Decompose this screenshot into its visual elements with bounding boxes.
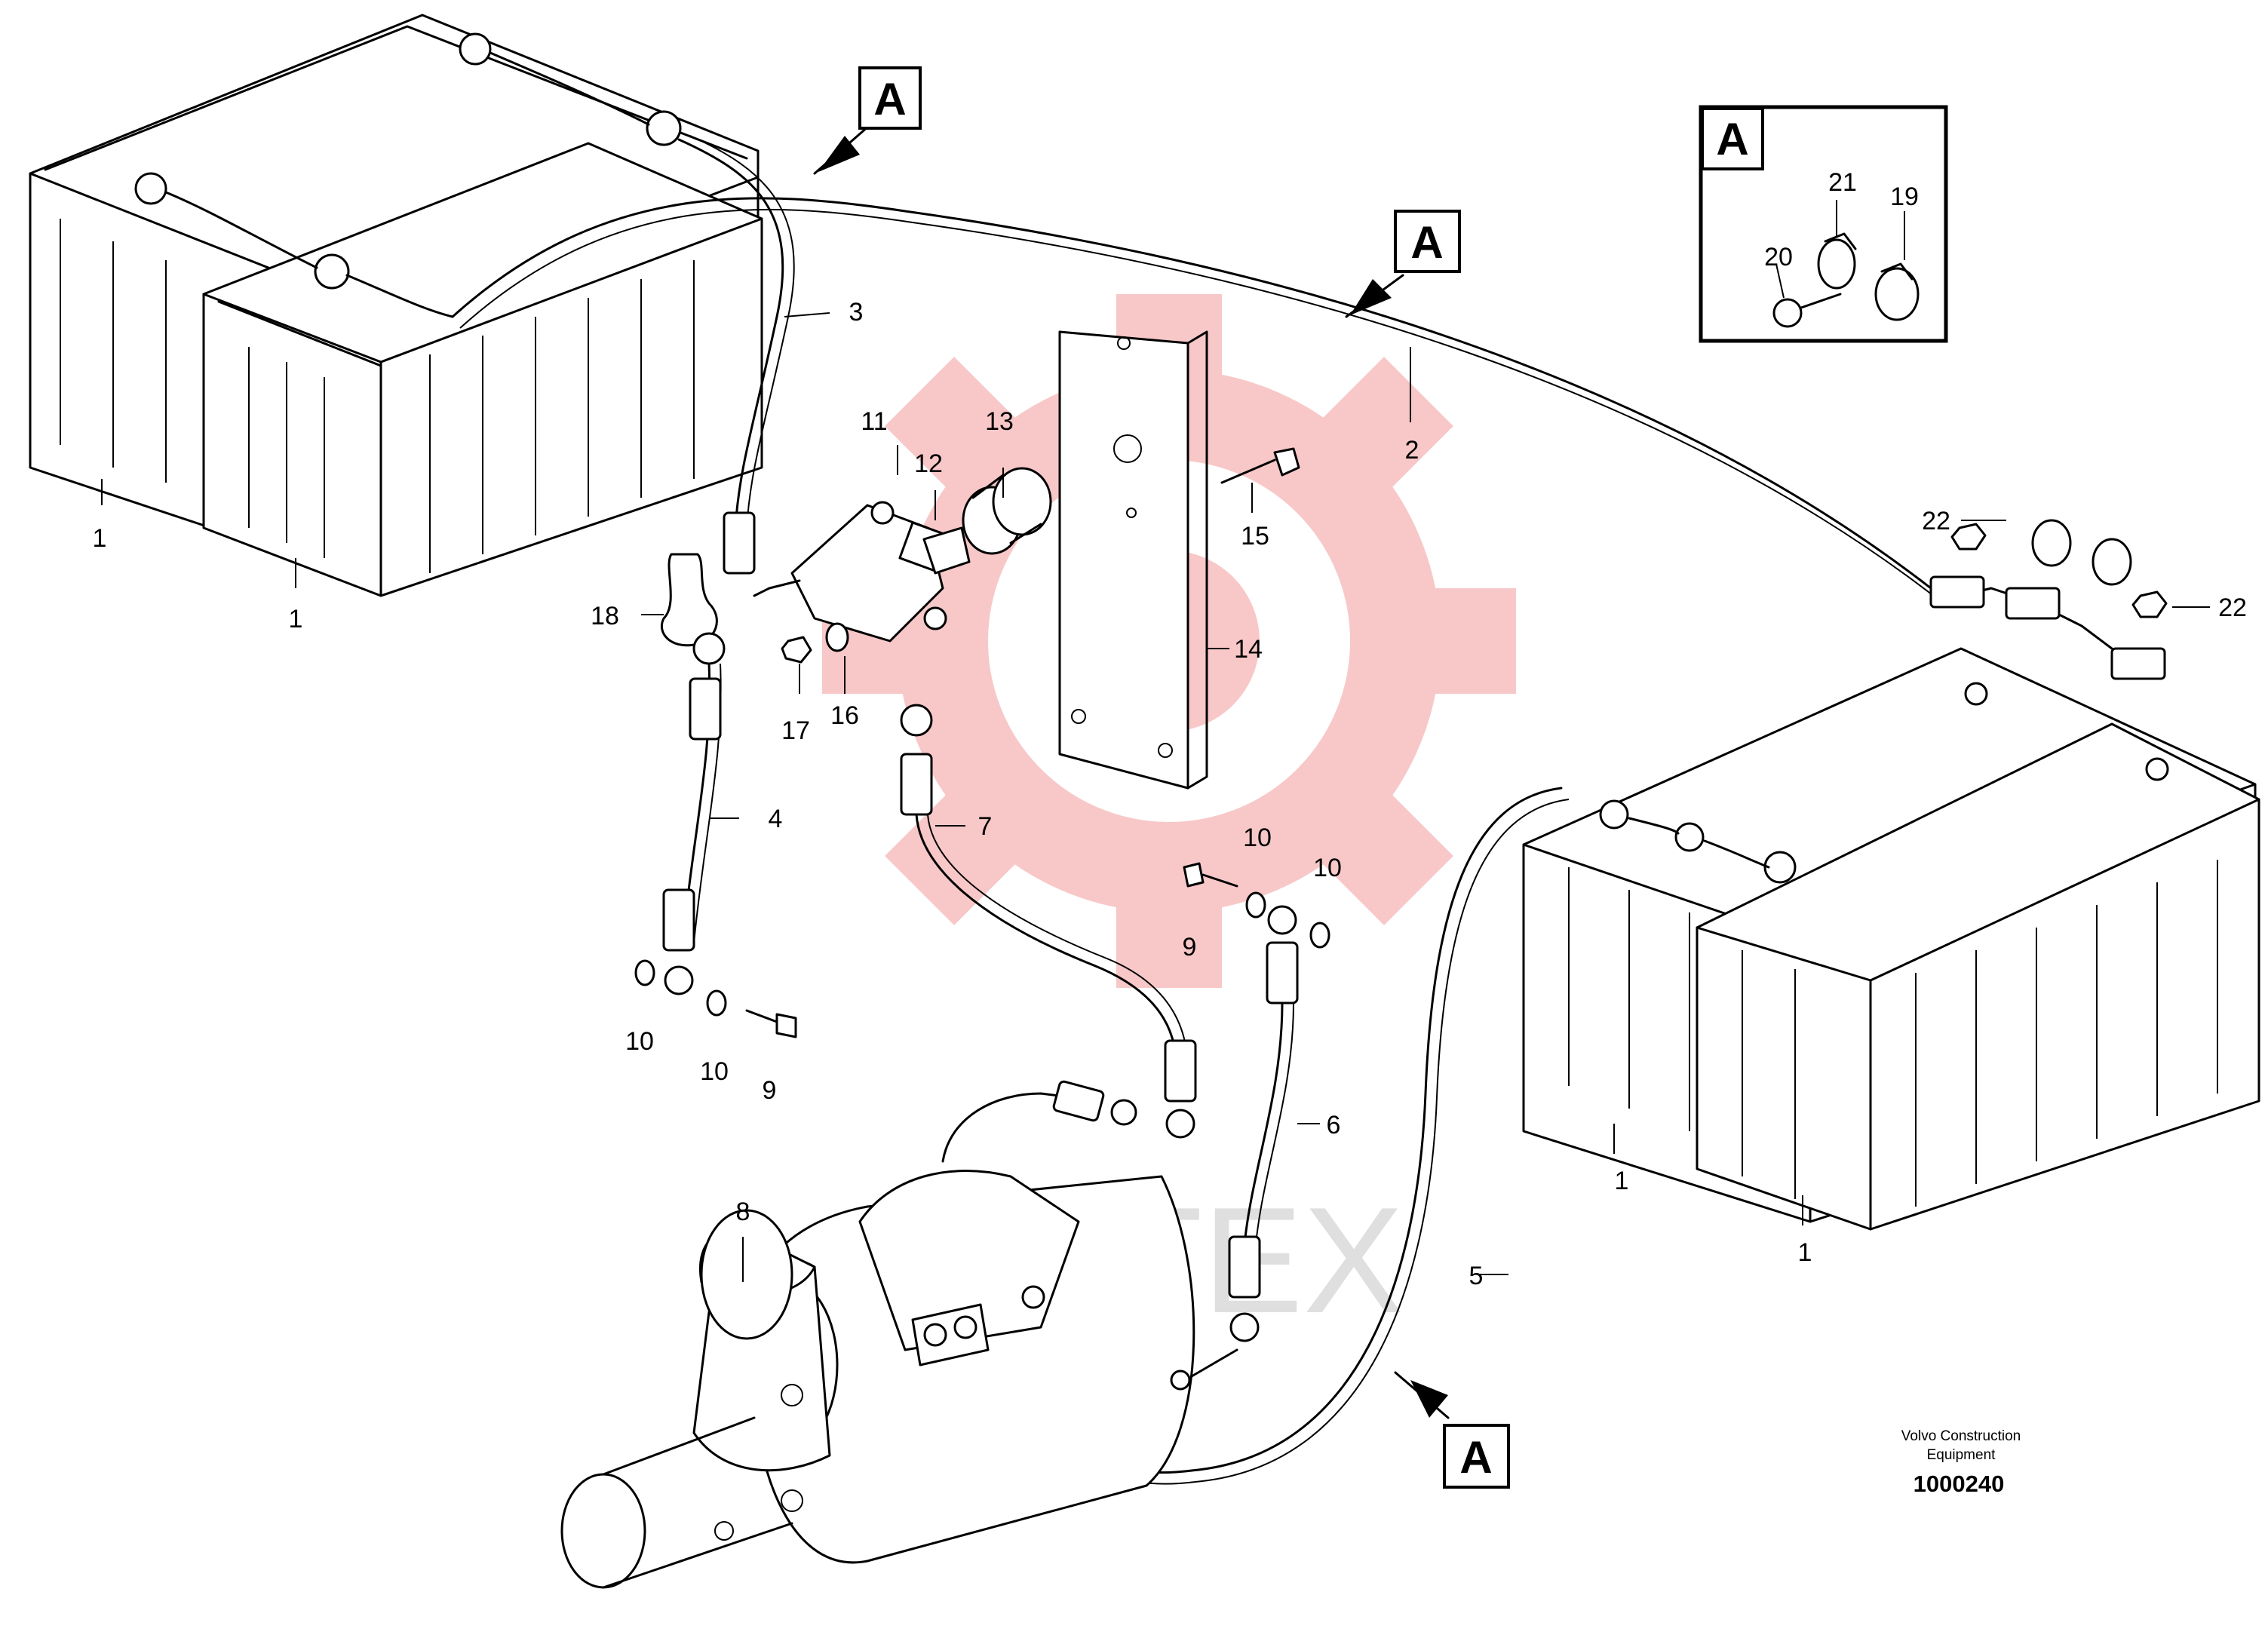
nut-22-a bbox=[1950, 523, 1987, 551]
callout-a-bottom: A bbox=[1394, 1371, 1510, 1489]
clamp-21 bbox=[1817, 232, 1857, 290]
cap-13 bbox=[962, 467, 1052, 555]
right-battery-terminals bbox=[1599, 682, 2169, 884]
document-number: 1000240 bbox=[1914, 1471, 2005, 1497]
washer-10-a bbox=[634, 959, 655, 986]
knob-12 bbox=[922, 526, 971, 575]
label-part-9: 9 bbox=[763, 1076, 777, 1105]
label-part-1: 1 bbox=[289, 605, 303, 633]
label-part-11: 11 bbox=[861, 407, 887, 436]
boot-18 bbox=[660, 553, 718, 647]
label-part-3: 3 bbox=[849, 298, 864, 327]
nut-17 bbox=[781, 636, 812, 664]
label-part-1: 1 bbox=[93, 524, 107, 553]
leader-lines bbox=[101, 200, 2210, 1282]
label-part-14: 14 bbox=[1234, 635, 1263, 664]
label-part-10: 10 bbox=[1313, 854, 1342, 882]
washer-10-b bbox=[706, 989, 727, 1017]
left-battery-terminals bbox=[134, 32, 682, 318]
cable-6 bbox=[1228, 905, 1299, 1342]
label-part-2: 2 bbox=[1405, 436, 1419, 465]
mounting-plate-14 bbox=[1058, 330, 1208, 790]
label-part-10: 10 bbox=[625, 1027, 654, 1056]
starter-motor-8 bbox=[560, 1080, 1238, 1589]
cable-5-inner bbox=[1089, 799, 1570, 1485]
cable-2-inner bbox=[459, 208, 1939, 600]
battery-switch-11 bbox=[753, 501, 950, 643]
battery-left-front bbox=[60, 142, 763, 597]
label-part-18: 18 bbox=[591, 602, 619, 630]
cable-3 bbox=[677, 138, 784, 529]
label-part-17: 17 bbox=[781, 716, 810, 745]
clip-19 bbox=[1874, 262, 1920, 321]
label-part-4: 4 bbox=[769, 805, 783, 833]
label-part-1: 1 bbox=[1615, 1167, 1629, 1195]
bolt-15 bbox=[1220, 447, 1300, 484]
callout-a-top-left: A bbox=[813, 66, 922, 175]
label-part-10: 10 bbox=[700, 1057, 729, 1086]
credit-line-1: Volvo Construction bbox=[1901, 1428, 2021, 1444]
washer-10-d bbox=[1309, 922, 1330, 949]
label-part-7: 7 bbox=[978, 812, 993, 841]
washer-10-c bbox=[1245, 891, 1266, 919]
svg-text:A: A bbox=[873, 74, 906, 124]
nut-22-b bbox=[2131, 590, 2168, 618]
detail-box-a: A bbox=[1699, 105, 1948, 343]
label-part-22: 22 bbox=[2218, 593, 2247, 622]
label-part-9: 9 bbox=[1183, 933, 1197, 962]
label-part-21: 21 bbox=[1828, 168, 1857, 197]
svg-text:A: A bbox=[1459, 1432, 1492, 1483]
label-part-1: 1 bbox=[1798, 1238, 1812, 1267]
label-part-20: 20 bbox=[1764, 243, 1793, 271]
washer-16 bbox=[825, 622, 849, 652]
cable-7 bbox=[900, 704, 1197, 1139]
label-part-13: 13 bbox=[985, 407, 1014, 436]
battery-right-front bbox=[1696, 722, 2260, 1231]
credit-line-2: Equipment bbox=[1927, 1447, 1996, 1463]
label-part-5: 5 bbox=[1469, 1262, 1484, 1290]
label-part-22: 22 bbox=[1922, 507, 1950, 535]
label-part-12: 12 bbox=[914, 449, 943, 478]
bolt-9-a bbox=[745, 1009, 797, 1038]
label-part-6: 6 bbox=[1327, 1111, 1341, 1139]
bolt-9-b bbox=[1183, 862, 1238, 888]
label-part-10: 10 bbox=[1243, 824, 1272, 852]
cable-3-lug bbox=[723, 511, 756, 575]
callout-a-top-center: A bbox=[1345, 210, 1461, 318]
cable-4 bbox=[662, 632, 726, 995]
label-part-8: 8 bbox=[736, 1198, 750, 1226]
right-connector-assembly bbox=[1929, 519, 2166, 680]
svg-text:A: A bbox=[1716, 114, 1748, 164]
cable-5 bbox=[1085, 787, 1563, 1474]
svg-text:A: A bbox=[1410, 217, 1443, 268]
screw-20 bbox=[1772, 293, 1842, 328]
cable-2 bbox=[451, 197, 1932, 590]
label-part-16: 16 bbox=[830, 701, 859, 730]
label-part-19: 19 bbox=[1890, 182, 1919, 211]
label-part-15: 15 bbox=[1241, 522, 1269, 551]
